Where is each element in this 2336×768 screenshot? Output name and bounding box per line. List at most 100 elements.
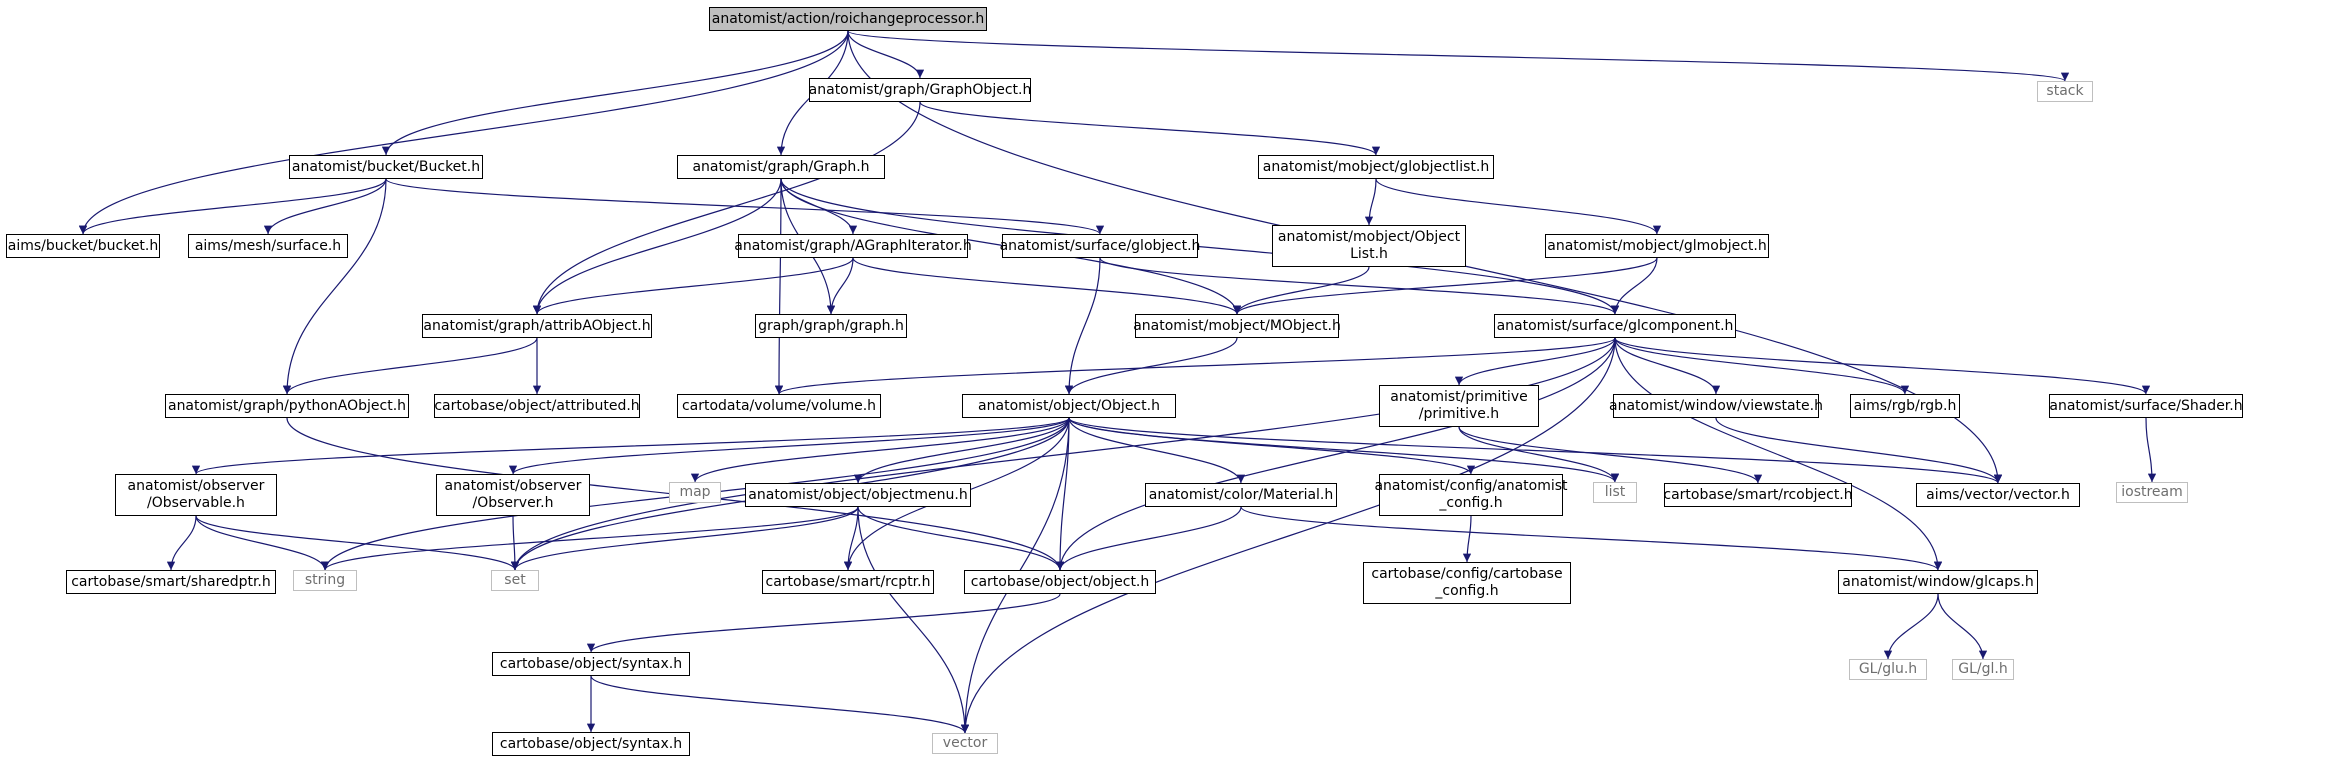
edge-graphobject-to-globjectlist	[919, 101, 1381, 156]
node-rcobject[interactable]: cartobase/smart/rcobject.h	[1663, 483, 1853, 507]
node-viewstate[interactable]: anatomist/window/viewstate.h	[1609, 394, 1823, 418]
edge-object_h-to-map	[690, 417, 1070, 483]
edge-bucket_h-to-surf_globject	[385, 178, 1104, 235]
node-cb-object[interactable]: cartobase/object/object.h	[964, 570, 1156, 594]
node-syntax1[interactable]: cartobase/object/syntax.h	[492, 652, 690, 676]
node-rgb[interactable]: aims/rgb/rgb.h	[1850, 394, 1960, 418]
edge-mobject-to-object_h	[1064, 337, 1238, 395]
root-node-root[interactable]: anatomist/action/roichangeprocessor.h	[709, 7, 987, 31]
edge-glcomponent-to-shader	[1614, 337, 2151, 395]
node-surf-globject[interactable]: anatomist/surface/globject.h	[1000, 234, 1200, 258]
edge-glcomponent-to-rgb	[1614, 337, 1910, 395]
edge-primitive-to-rcobject	[1458, 426, 1763, 484]
node-attribaobject[interactable]: anatomist/graph/attribAObject.h	[422, 314, 652, 338]
node-vector: vector	[932, 733, 998, 754]
edge-agraphiter-to-attribaobject	[532, 257, 854, 315]
node-objectmenu[interactable]: anatomist/object/objectmenu.h	[745, 483, 971, 507]
edge-object_h-to-objectmenu	[853, 417, 1070, 484]
edge-bucket_h-to-aims_surface	[263, 178, 387, 235]
node-shader[interactable]: anatomist/surface/Shader.h	[2049, 394, 2243, 418]
node-glu: GL/glu.h	[1849, 659, 1927, 680]
edge-syntax1-to-vector	[590, 675, 970, 734]
node-aims-surface[interactable]: aims/mesh/surface.h	[188, 234, 348, 258]
node-glcomponent[interactable]: anatomist/surface/glcomponent.h	[1494, 314, 1736, 338]
node-globjectlist[interactable]: anatomist/mobject/globjectlist.h	[1258, 155, 1494, 179]
node-cb-config[interactable]: cartobase/config/cartobase _config.h	[1363, 562, 1571, 604]
edge-glcomponent-to-primitive	[1454, 337, 1616, 386]
edge-object_h-to-list	[1068, 417, 1620, 483]
edge-root-to-bucket_h	[381, 30, 849, 156]
node-volume[interactable]: cartodata/volume/volume.h	[677, 394, 881, 418]
node-aims-bucket[interactable]: aims/bucket/bucket.h	[6, 234, 160, 258]
node-pythonaobject[interactable]: anatomist/graph/pythonAObject.h	[165, 394, 409, 418]
edge-glcomponent-to-vector	[960, 337, 1616, 734]
edge-observable-to-set	[195, 515, 520, 571]
node-graph-h[interactable]: anatomist/graph/Graph.h	[677, 155, 885, 179]
edge-object_h-to-observable	[192, 417, 1070, 475]
edge-agraphiter-to-mobject	[852, 257, 1242, 315]
edge-glcaps-to-gl	[1937, 593, 1988, 660]
edge-observer-to-set	[510, 515, 520, 571]
edge-objectmenu-to-cb_object	[857, 506, 1065, 571]
edge-agraphiter-to-graphgraph	[826, 257, 854, 315]
edge-glcomponent-to-cb_object	[1055, 337, 1616, 571]
node-set: set	[491, 570, 539, 591]
node-attributed[interactable]: cartobase/object/attributed.h	[434, 394, 640, 418]
edge-glcomponent-to-glcaps	[1614, 337, 1943, 571]
node-graphgraph[interactable]: graph/graph/graph.h	[755, 314, 907, 338]
edge-viewstate-to-vector_h	[1715, 417, 2003, 484]
node-object-h[interactable]: anatomist/object/Object.h	[962, 394, 1176, 418]
node-material[interactable]: anatomist/color/Material.h	[1145, 483, 1337, 507]
edge-glcomponent-to-set	[510, 337, 1616, 571]
edge-glcomponent-to-viewstate	[1614, 337, 1721, 395]
node-iostream: iostream	[2116, 482, 2188, 503]
edge-root-to-stack	[847, 30, 2069, 82]
edge-graph_h-to-volume	[774, 178, 784, 395]
node-objectlist[interactable]: anatomist/mobject/Object List.h	[1272, 225, 1466, 267]
edge-root-to-aims_bucket	[78, 30, 849, 235]
node-gl: GL/gl.h	[1952, 659, 2014, 680]
edge-bucket_h-to-aims_bucket	[78, 178, 387, 235]
node-primitive[interactable]: anatomist/primitive /primitive.h	[1379, 385, 1539, 427]
edge-cb_object-to-syntax1	[586, 593, 1061, 653]
node-rcptr[interactable]: cartobase/smart/rcptr.h	[762, 570, 934, 594]
node-glmobject[interactable]: anatomist/mobject/glmobject.h	[1545, 234, 1769, 258]
edge-objectlist-to-mobject	[1232, 266, 1370, 315]
node-list: list	[1593, 482, 1637, 503]
node-observer[interactable]: anatomist/observer /Observer.h	[436, 474, 590, 516]
edge-graph_h-to-glcomponent	[780, 178, 1620, 315]
node-syntax2[interactable]: cartobase/object/syntax.h	[492, 732, 690, 756]
edge-observable-to-string	[195, 515, 330, 571]
edge-glcaps-to-glu	[1883, 593, 1939, 660]
edge-glmobject-to-mobject	[1232, 257, 1658, 315]
edge-glmobject-to-glcomponent	[1610, 257, 1658, 315]
edge-object_h-to-observer	[508, 417, 1070, 475]
node-agraphiter[interactable]: anatomist/graph/AGraphIterator.h	[734, 234, 972, 258]
edge-attribaobject-to-pythonaobject	[282, 337, 538, 395]
node-observable[interactable]: anatomist/observer /Observable.h	[115, 474, 277, 516]
edge-graphobject-to-attribaobject	[532, 101, 921, 315]
node-bucket-h[interactable]: anatomist/bucket/Bucket.h	[289, 155, 483, 179]
node-map: map	[669, 482, 721, 503]
edge-glcomponent-to-volume	[775, 337, 1616, 395]
node-graphobject[interactable]: anatomist/graph/GraphObject.h	[809, 78, 1031, 102]
node-anatomist-config[interactable]: anatomist/config/anatomist _config.h	[1374, 474, 1568, 516]
node-vector-h[interactable]: aims/vector/vector.h	[1916, 483, 2080, 507]
edge-object_h-to-vector_h	[1068, 417, 2002, 484]
edge-observable-to-sharedptr	[166, 515, 197, 571]
edge-globjectlist-to-glmobject	[1375, 178, 1662, 235]
node-sharedptr[interactable]: cartobase/smart/sharedptr.h	[66, 570, 276, 594]
edge-graph_h-to-attribaobject	[532, 178, 782, 315]
edge-shader-to-iostream	[2145, 417, 2157, 483]
edge-surf_globject-to-glcomponent	[1099, 257, 1620, 315]
edge-object_h-to-material	[1068, 417, 1246, 484]
edge-surf_globject-to-object_h	[1064, 257, 1101, 395]
edge-bucket_h-to-pythonaobject	[282, 178, 387, 395]
node-mobject[interactable]: anatomist/mobject/MObject.h	[1133, 314, 1341, 338]
node-stack: stack	[2037, 81, 2093, 102]
edge-globjectlist-to-objectlist	[1364, 178, 1377, 226]
edge-material-to-glcaps	[1240, 506, 1942, 571]
node-glcaps[interactable]: anatomist/window/glcaps.h	[1838, 570, 2038, 594]
